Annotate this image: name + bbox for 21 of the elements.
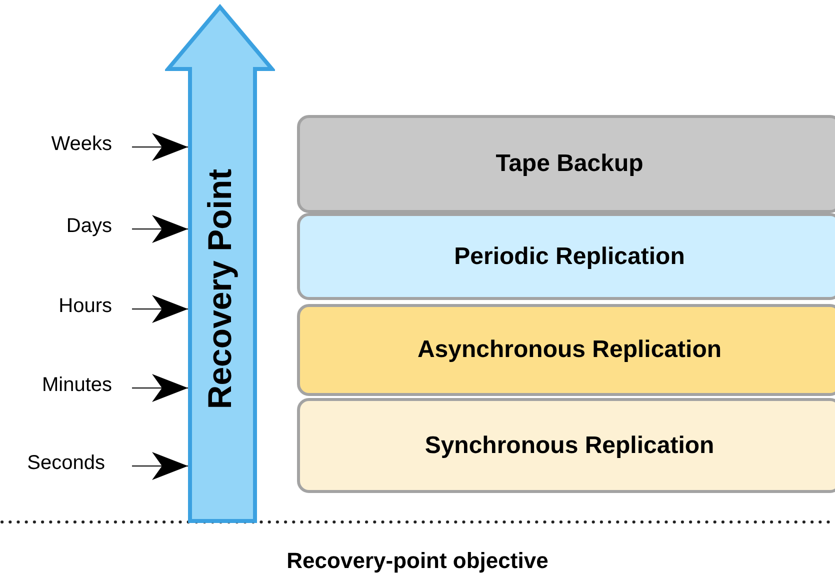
layer-box bbox=[297, 398, 835, 493]
layer-box bbox=[297, 115, 835, 213]
time-label: Minutes bbox=[0, 374, 132, 402]
time-label: Weeks bbox=[0, 133, 132, 161]
upward-arrow bbox=[165, 4, 275, 524]
layer-label: Synchronous Replication bbox=[424, 432, 714, 460]
layer-label: Periodic Replication bbox=[454, 242, 685, 270]
arrow-label: Recovery Point bbox=[201, 168, 239, 410]
arrow bbox=[132, 133, 188, 161]
layer-box bbox=[297, 304, 835, 396]
time-label: Hours bbox=[0, 295, 132, 323]
time-label: Seconds bbox=[0, 452, 132, 480]
arrow bbox=[132, 374, 188, 402]
time-label: Days bbox=[0, 215, 132, 243]
layer-label: Tape Backup bbox=[496, 150, 644, 178]
layer-label: Asynchronous Replication bbox=[417, 336, 722, 364]
arrow bbox=[132, 452, 188, 480]
arrow bbox=[132, 295, 188, 323]
arrow bbox=[132, 215, 188, 243]
caption: Recovery-point objective bbox=[286, 548, 550, 574]
layer-box bbox=[297, 213, 835, 300]
